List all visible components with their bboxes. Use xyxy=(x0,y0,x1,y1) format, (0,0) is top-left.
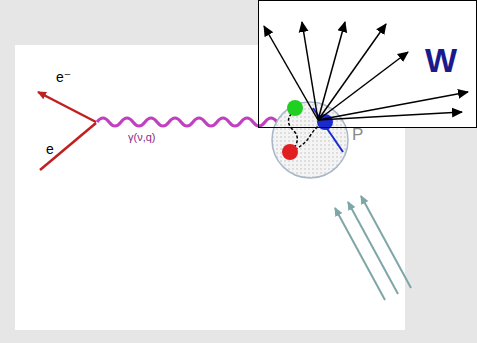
electron-label: e xyxy=(46,142,54,156)
beam-arrow xyxy=(361,196,411,288)
beam-arrow xyxy=(348,202,398,294)
electron-label: e⁻ xyxy=(56,70,71,84)
box-label: W xyxy=(425,43,457,77)
photon-label: γ(ν,q) xyxy=(128,132,156,143)
incoming-electron xyxy=(40,123,96,170)
proton-label: P xyxy=(352,126,363,143)
final-state-box-ground xyxy=(258,0,477,128)
green-quark xyxy=(287,100,303,116)
photon-line xyxy=(97,118,301,126)
final-state-box: W xyxy=(258,0,477,128)
outgoing-electron xyxy=(38,92,96,122)
beam-arrow xyxy=(335,208,385,300)
proton-circle xyxy=(272,102,348,178)
red-quark xyxy=(282,144,298,160)
hadron-arrows xyxy=(264,22,468,120)
